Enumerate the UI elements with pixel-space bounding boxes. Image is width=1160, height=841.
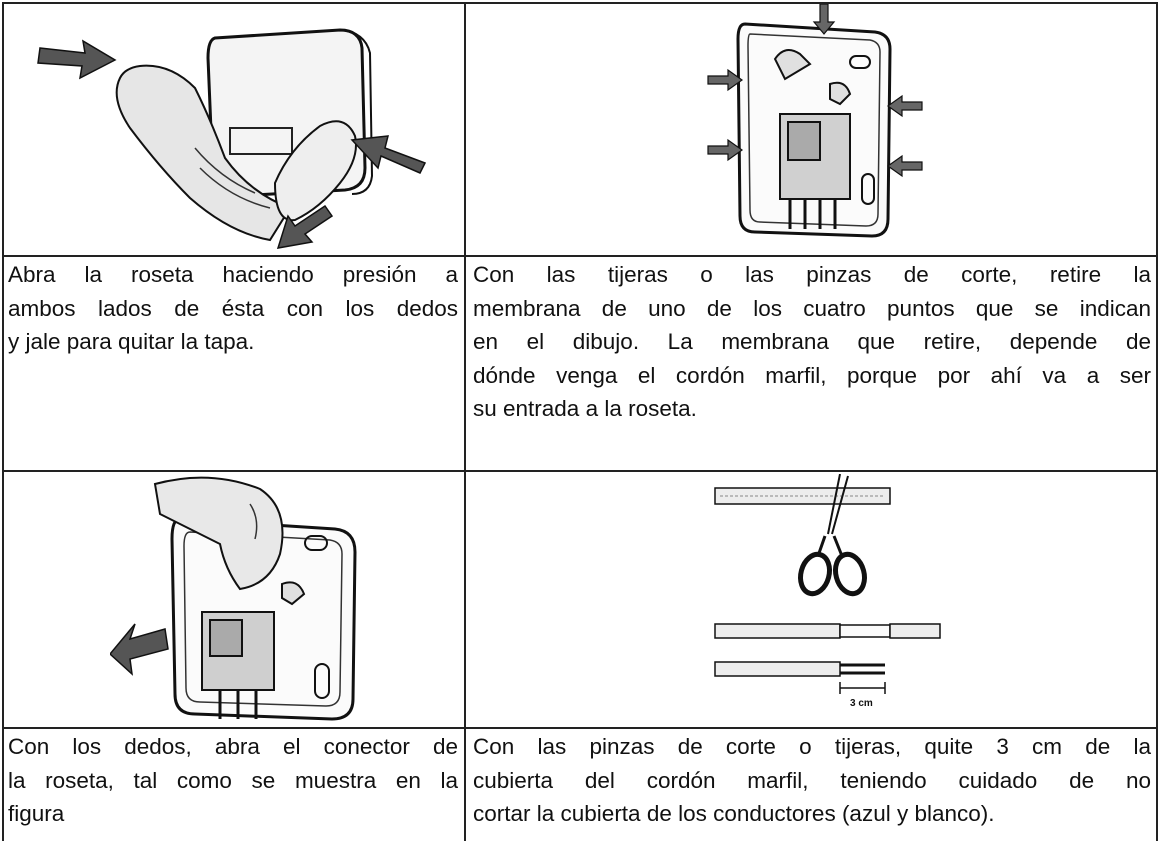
step-3-line-2: la roseta, tal como se muestra en la bbox=[8, 767, 458, 793]
measurement-label: 3 cm bbox=[850, 698, 873, 709]
step-2-line-5: su entrada a la roseta. bbox=[473, 396, 697, 421]
table-border-right bbox=[1156, 2, 1158, 841]
hand-opening-rosette-cover-figure bbox=[20, 8, 450, 253]
step-3-line-1: Con los dedos, abra el conector de bbox=[8, 734, 458, 759]
arrow-down-left-icon bbox=[110, 623, 169, 676]
step-1-line-1: Abra la roseta haciendo presión a bbox=[8, 262, 458, 287]
scissors-cutting-cord-figure: 3 cm bbox=[700, 474, 960, 724]
step-1-line-2: ambos lados de ésta con los dedos bbox=[8, 295, 458, 321]
table-row-divider-3 bbox=[2, 727, 1158, 729]
table-border-left bbox=[2, 2, 4, 841]
finger-opening-connector-figure bbox=[110, 474, 370, 724]
step-1-line-3: y jale para quitar la tapa. bbox=[8, 329, 255, 354]
step-2-line-3: en el dibujo. La membrana que retire, de… bbox=[473, 329, 1151, 354]
step-2-text: Con las tijeras o las pinzas de corte, r… bbox=[473, 258, 1151, 426]
arrow-right-icon bbox=[37, 39, 117, 80]
table-row-divider-1 bbox=[2, 255, 1158, 257]
table-border-top bbox=[2, 2, 1158, 4]
arrow-left-icon bbox=[350, 135, 427, 174]
step-4-line-2: cubierta del cordón marfil, teniendo cui… bbox=[473, 767, 1151, 793]
table-column-divider bbox=[464, 2, 466, 841]
arrow-down-left-icon bbox=[276, 204, 334, 249]
step-3-text: Con los dedos, abra el conector de la ro… bbox=[8, 730, 458, 831]
step-2-line-4: dónde venga el cordón marfil, porque por… bbox=[473, 362, 1151, 388]
step-2-line-1: Con las tijeras o las pinzas de corte, r… bbox=[473, 262, 1151, 287]
step-3-line-3: figura bbox=[8, 801, 65, 826]
step-1-text: Abra la roseta haciendo presión a ambos … bbox=[8, 258, 458, 359]
table-row-divider-2 bbox=[2, 470, 1158, 472]
step-4-line-3: cortar la cubierta de los conductores (a… bbox=[473, 801, 995, 826]
arrow-right-icon bbox=[707, 68, 744, 162]
arrow-left-icon bbox=[886, 94, 923, 178]
step-4-line-1: Con las pinzas de corte o tijeras, quite… bbox=[473, 734, 1151, 759]
step-2-line-2: membrana de uno de los cuatro puntos que… bbox=[473, 295, 1151, 321]
arrow-down-icon bbox=[812, 4, 836, 35]
step-4-text: Con las pinzas de corte o tijeras, quite… bbox=[473, 730, 1151, 831]
rosette-base-membrane-points-figure bbox=[690, 4, 930, 254]
